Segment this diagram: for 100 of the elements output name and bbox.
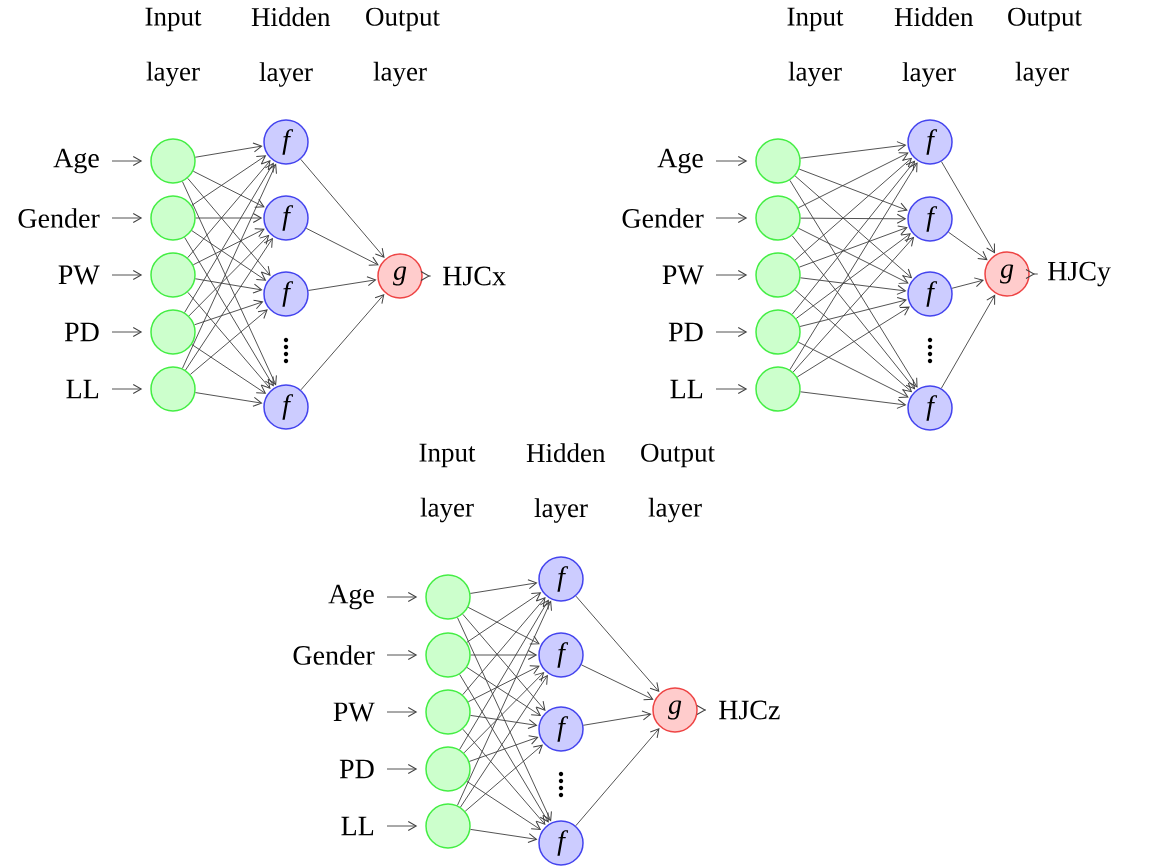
input-label: Age — [657, 148, 703, 174]
input-neuron — [425, 632, 471, 678]
arrow — [799, 297, 907, 327]
arrow — [189, 309, 268, 375]
arrow — [797, 341, 909, 398]
input-label: PD — [668, 322, 703, 342]
arrow — [459, 599, 549, 750]
input-neuron — [755, 252, 801, 298]
arrow — [796, 306, 910, 378]
input-neuron — [425, 689, 471, 735]
arrow — [800, 391, 906, 409]
layer-label: Input layer — [145, 7, 202, 87]
input-neuron — [150, 195, 196, 241]
hidden-neuron: f — [907, 196, 953, 242]
input-neuron — [425, 803, 471, 849]
hidden-neuron: f — [538, 820, 584, 866]
arrow — [187, 160, 271, 259]
output-neuron: g — [984, 251, 1030, 297]
arrow — [305, 227, 379, 266]
arrow — [715, 270, 747, 280]
arrow — [581, 664, 654, 701]
arrow — [111, 384, 142, 394]
arrow — [797, 152, 909, 209]
layer-label: Input layer — [787, 7, 844, 87]
output-label: HJCx — [443, 266, 506, 286]
arrow — [191, 344, 266, 394]
arrow — [470, 579, 538, 594]
arrow — [470, 650, 537, 660]
input-label: Age — [328, 584, 374, 610]
arrow — [111, 270, 142, 280]
arrow — [940, 295, 996, 389]
input-label: Gender — [622, 208, 704, 228]
output-label: HJCz — [719, 700, 780, 720]
arrow — [191, 230, 266, 281]
input-neuron — [755, 366, 801, 412]
input-neuron — [755, 195, 801, 241]
arrow — [195, 278, 263, 294]
arrow — [469, 735, 539, 762]
arrow — [308, 276, 377, 291]
input-label: LL — [670, 379, 703, 399]
arrow — [462, 597, 546, 696]
arrow — [195, 142, 263, 158]
input-label: PD — [64, 322, 99, 342]
arrow — [715, 156, 747, 166]
layer-label: Input layer — [419, 443, 476, 523]
arrow — [715, 213, 747, 223]
arrow — [111, 156, 142, 166]
arrow — [464, 744, 543, 812]
arrow — [466, 592, 541, 643]
hidden-neuron: f — [263, 271, 309, 317]
arrow — [467, 665, 540, 703]
input-label: Gender — [293, 645, 375, 665]
input-label: PW — [662, 265, 704, 285]
arrow — [386, 650, 417, 660]
layer-label: Hidden layer — [526, 443, 606, 523]
arrow — [800, 213, 906, 224]
hidden-neuron: f — [538, 556, 584, 602]
arrow — [194, 299, 264, 326]
arrow — [184, 162, 274, 313]
input-label: PD — [339, 759, 374, 779]
arrow — [794, 175, 912, 279]
arrow — [192, 228, 265, 266]
layer-label: Output layer — [641, 443, 715, 523]
arrow — [798, 225, 908, 268]
arrow — [951, 277, 984, 289]
hidden-neuron: f — [907, 385, 953, 431]
arrow — [789, 179, 918, 388]
input-neuron — [150, 309, 196, 355]
arrow — [575, 595, 660, 692]
layer-label: Hidden layer — [894, 7, 974, 87]
arrow — [111, 327, 142, 337]
arrow — [941, 161, 996, 254]
input-label: PW — [333, 702, 375, 722]
arrow — [463, 672, 545, 754]
input-neuron — [755, 138, 801, 184]
input-neuron — [150, 138, 196, 184]
arrow — [195, 392, 263, 407]
arrow — [948, 231, 988, 261]
arrow — [800, 141, 906, 159]
arrow — [462, 613, 546, 711]
arrow — [470, 828, 537, 844]
arrow — [111, 213, 142, 223]
input-label: LL — [341, 816, 374, 836]
output-label: HJCy — [1048, 261, 1111, 287]
arrow — [467, 606, 540, 645]
input-neuron — [425, 574, 471, 620]
arrow — [798, 168, 908, 212]
arrow — [789, 162, 918, 371]
output-neuron: g — [377, 253, 423, 299]
input-label: Age — [53, 148, 99, 174]
arrow — [191, 155, 266, 206]
arrow — [794, 289, 912, 393]
arrow — [715, 327, 747, 337]
arrow — [795, 233, 911, 319]
hidden-neuron: f — [907, 271, 953, 317]
arrow — [386, 707, 417, 717]
output-neuron: g — [652, 687, 698, 733]
input-neuron — [150, 252, 196, 298]
arrow — [462, 728, 546, 825]
arrow — [187, 291, 271, 389]
